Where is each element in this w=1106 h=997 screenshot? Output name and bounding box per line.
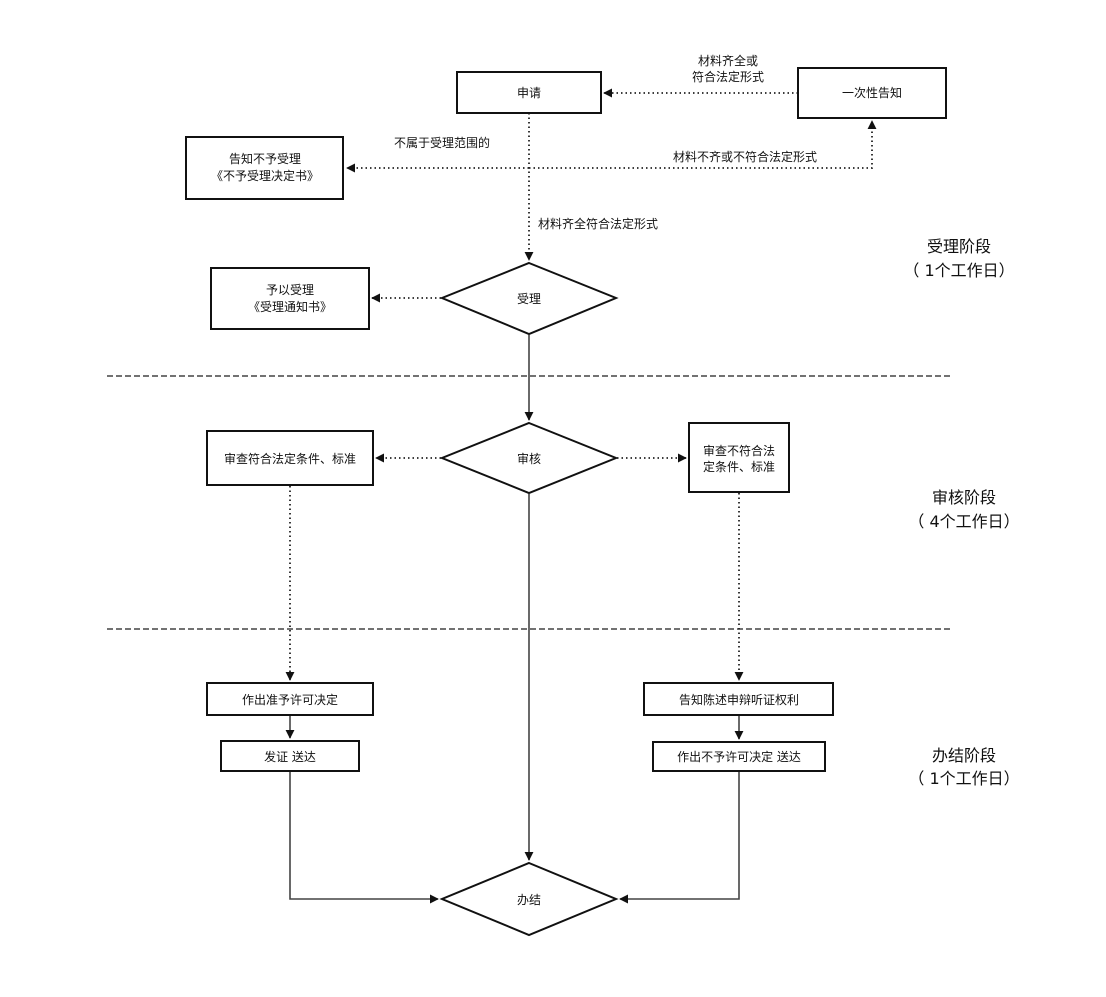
reject-label-line1: 告知不予受理 [229, 152, 301, 166]
apply-label: 申请 [517, 86, 541, 100]
review-pass-label: 审查符合法定条件、标准 [224, 451, 356, 466]
arrow-to-notify-once [529, 120, 877, 169]
edge-label-incomplete: 材料不齐或不符合法定形式 [673, 149, 817, 164]
stage-1-days: （ 1个工作日） [903, 261, 1014, 280]
review-fail-box [688, 422, 790, 493]
issue-label: 发证 送达 [264, 749, 316, 764]
review-fail-label-line1: 审查不符合法 [703, 443, 775, 458]
deny-box [652, 741, 826, 772]
complete-diamond [439, 861, 619, 937]
grant-box [206, 682, 374, 716]
arrow-deny-to-complete [619, 772, 740, 904]
edge-label-complete-form-line1: 材料齐全或 [698, 53, 758, 68]
grant-label: 作出准予许可决定 [242, 692, 338, 707]
edge-label-complete-legal: 材料齐全符合法定形式 [538, 216, 658, 231]
edge-label-not-in-scope: 不属于受理范围的 [394, 135, 490, 150]
deny-label: 作出不予许可决定 送达 [677, 749, 801, 764]
reject-box [185, 136, 344, 200]
review-pass-box [206, 430, 374, 486]
hearing-notice-label: 告知陈述申辩听证权利 [679, 692, 799, 707]
notify-once-box [797, 67, 947, 119]
accept-notice-label-line1: 予以受理 [266, 283, 314, 297]
hearing-notice-box [643, 682, 834, 716]
notify-once-label: 一次性告知 [842, 86, 902, 100]
stage-1-name: 受理阶段 [927, 237, 991, 256]
review-diamond [439, 421, 619, 495]
issue-box [220, 740, 360, 772]
accept-label: 受理 [517, 292, 541, 306]
stage-3-days: （ 1个工作日） [908, 769, 1019, 788]
stage-2-name: 审核阶段 [932, 488, 996, 507]
stage-3-name: 办结阶段 [932, 746, 996, 765]
arrow-issue-to-complete [289, 772, 439, 904]
accept-diamond [439, 261, 619, 336]
review-fail-label-line2: 定条件、标准 [703, 459, 775, 474]
apply-box [456, 71, 602, 114]
edge-label-complete-form-line2: 符合法定形式 [692, 69, 764, 84]
complete-label: 办结 [517, 892, 541, 907]
accept-notice-box [210, 267, 370, 330]
reject-label-line2: 《不予受理决定书》 [211, 168, 319, 183]
accept-notice-label-line2: 《受理通知书》 [248, 300, 332, 314]
stage-2-days: （ 4个工作日） [908, 512, 1019, 531]
review-label: 审核 [517, 451, 541, 466]
